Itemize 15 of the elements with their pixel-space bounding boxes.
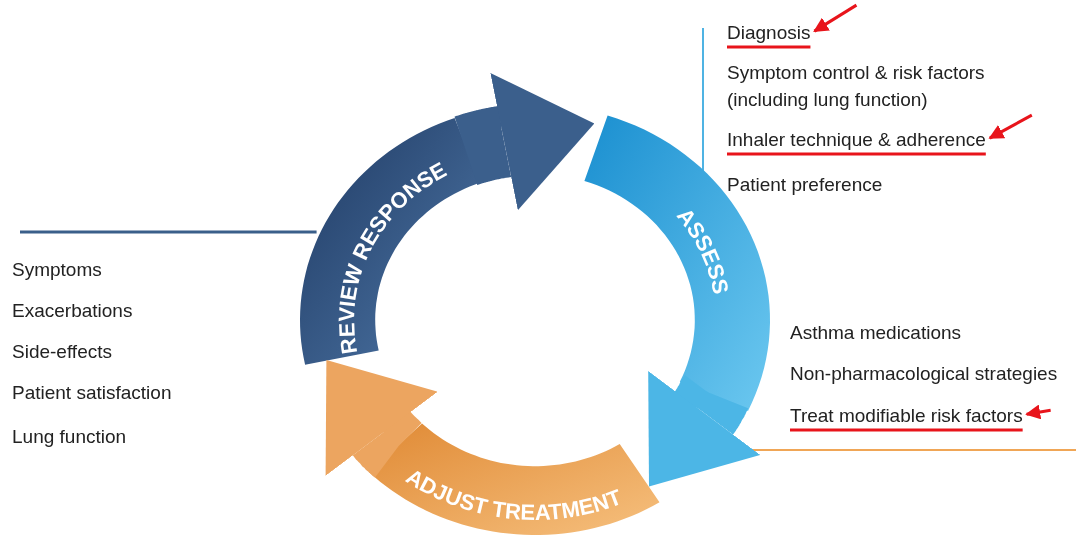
list-item: Symptom control & risk factors (including lung function) (727, 59, 1017, 113)
arrow (1025, 404, 1051, 420)
list-item: Patient satisfaction (12, 379, 172, 406)
list-item: Side-effects (12, 338, 112, 365)
list-item: Inhaler technique & adherence (727, 126, 986, 153)
arrow (988, 113, 1033, 140)
list-item: Exacerbations (12, 297, 133, 324)
arrow (813, 3, 858, 33)
list-item: Treat modifiable risk factors (790, 402, 1023, 429)
list-item: Patient preference (727, 171, 883, 198)
list-item: Symptoms (12, 256, 102, 283)
list-item: Asthma medications (790, 319, 962, 346)
list-item: Lung function (12, 423, 127, 450)
list-item: Diagnosis (727, 19, 811, 46)
list-item: Non-pharmacological strategies (790, 360, 1058, 387)
